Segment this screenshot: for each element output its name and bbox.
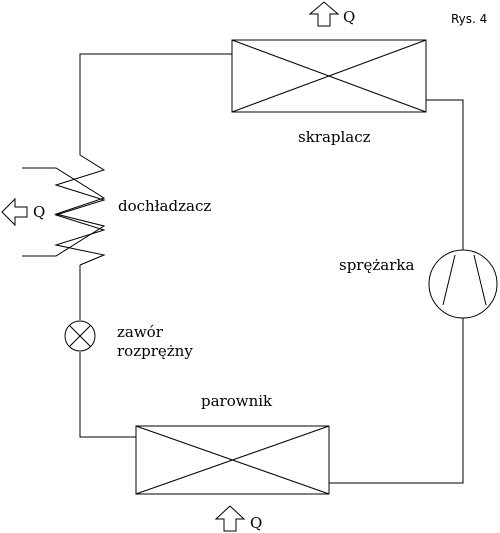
condenser-heat-exchanger: [231, 39, 427, 113]
expansion-valve-label-line1: zawór: [117, 323, 163, 341]
pipe-condenser-to-subcooler: [79, 53, 232, 155]
subcooler-heat-arrow-icon: [1, 197, 28, 227]
condenser-heat-arrow-icon: [308, 1, 340, 27]
expansion-valve-label-line2: rozprężny: [117, 342, 193, 360]
pipe-compressor-to-condenser: [426, 99, 464, 250]
compressor-label: sprężarka: [339, 256, 415, 274]
subcooler-label: dochładzacz: [118, 197, 212, 215]
figure-label: Rys. 4: [451, 12, 488, 26]
subcooler-coil: [22, 154, 106, 266]
subcooler-heat-label: Q: [33, 203, 46, 221]
compressor-symbol: [428, 249, 498, 319]
pipe-evaporator-to-compressor: [329, 318, 464, 484]
condenser-label: skraplacz: [298, 128, 371, 146]
evaporator-heat-label: Q: [250, 514, 263, 532]
evaporator-heat-arrow-icon: [214, 505, 246, 532]
expansion-valve-symbol: [64, 320, 96, 352]
evaporator-label: parownik: [201, 392, 273, 410]
evaporator-heat-exchanger: [135, 425, 330, 495]
condenser-heat-label: Q: [343, 8, 356, 26]
pipe-valve-to-evaporator: [79, 352, 136, 438]
